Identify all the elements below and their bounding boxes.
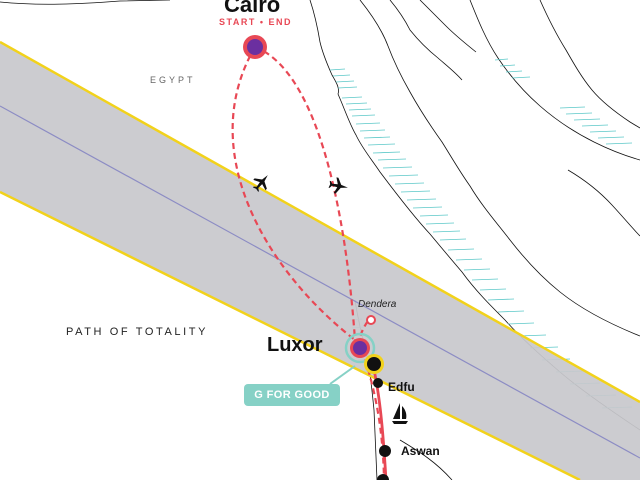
badge-connector: [329, 365, 356, 385]
city-label-cairo: Cairo: [224, 0, 281, 17]
airplane-icon: [328, 177, 348, 194]
sailboat-icon: [392, 403, 408, 424]
edfu-dot-icon: [373, 378, 383, 388]
place-label-aswan: Aswan: [401, 444, 440, 458]
start-end-label: START • END: [219, 17, 292, 27]
dendera-marker-icon: [366, 315, 376, 325]
south-dot-icon: [377, 474, 389, 480]
g-for-good-badge: G FOR GOOD: [244, 384, 340, 406]
totality-band: [0, 40, 640, 480]
path-of-totality-label: PATH OF TOTALITY: [66, 326, 209, 338]
place-label-dendera: Dendera: [358, 299, 397, 310]
luxor-ring: [344, 332, 376, 364]
aswan-dot-icon: [379, 445, 391, 457]
airplane-icon: [252, 175, 268, 192]
city-label-luxor: Luxor: [267, 334, 323, 356]
place-label-edfu: Edfu: [388, 380, 415, 394]
country-label: EGYPT: [150, 75, 196, 85]
